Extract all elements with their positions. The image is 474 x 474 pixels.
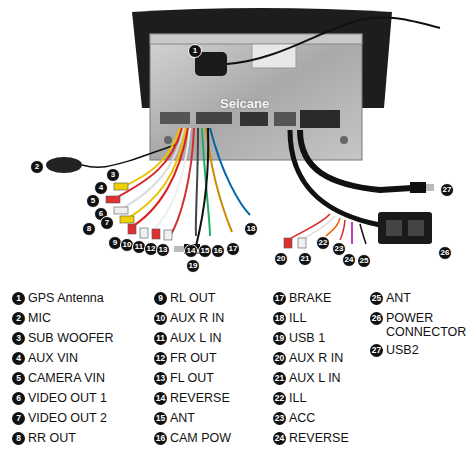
key-name: POWER CONNECTOR (386, 311, 474, 339)
key-number: 20 (273, 352, 286, 365)
callout-number: 14 (184, 244, 198, 258)
callout-number: 16 (211, 244, 225, 258)
callout-number: 17 (226, 242, 240, 256)
callout-number: 7 (100, 216, 114, 230)
callout-number: 2 (30, 160, 44, 174)
key-name: ANT (170, 411, 195, 425)
callout-number: 21 (298, 252, 312, 266)
key-name: ANT (386, 291, 474, 305)
callout-number: 22 (316, 236, 330, 250)
callout-number: 20 (274, 252, 288, 266)
callout-number: 19 (186, 259, 200, 273)
key-number: 11 (154, 332, 167, 345)
key-number: 27 (370, 344, 383, 357)
callout-number: 1 (188, 44, 202, 58)
key-number: 2 (12, 312, 25, 325)
key-number: 10 (154, 312, 167, 325)
key-name: AUX R IN (289, 351, 343, 365)
key-number: 26 (370, 312, 383, 325)
key-number: 13 (154, 372, 167, 385)
brand-watermark: Seicane (220, 96, 269, 111)
key-number: 17 (273, 292, 286, 305)
callout-number: 27 (440, 183, 454, 197)
key-number: 15 (154, 412, 167, 425)
key-name: VIDEO OUT 1 (28, 391, 107, 405)
key-number: 8 (12, 432, 25, 445)
key-name: FR OUT (170, 351, 217, 365)
key-name: ILL (289, 311, 306, 325)
key-number: 14 (154, 392, 167, 405)
callout-number: 18 (244, 222, 258, 236)
key-name: REVERSE (289, 431, 349, 445)
key-number: 21 (273, 372, 286, 385)
callout-number: 5 (86, 194, 100, 208)
key-name: FL OUT (170, 371, 214, 385)
callout-number: 13 (156, 243, 170, 257)
key-name: ILL (289, 391, 306, 405)
key-number: 1 (12, 292, 25, 305)
key-name: REVERSE (170, 391, 230, 405)
key-name: RL OUT (170, 291, 215, 305)
key-name: VIDEO OUT 2 (28, 411, 107, 425)
key-number: 24 (273, 432, 286, 445)
callout-number: 15 (198, 244, 212, 258)
key-number: 25 (370, 292, 383, 305)
key-number: 23 (273, 412, 286, 425)
key-number: 7 (12, 412, 25, 425)
callout-number: 8 (82, 222, 96, 236)
callout-number: 4 (94, 181, 108, 195)
key-name: AUX L IN (170, 331, 222, 345)
key-number: 19 (273, 332, 286, 345)
key-name: MIC (28, 311, 51, 325)
key-number: 12 (154, 352, 167, 365)
callout-number: 26 (438, 246, 452, 260)
key-name: USB 1 (289, 331, 325, 345)
callout-number: 24 (342, 253, 356, 267)
key-name: AUX VIN (28, 351, 78, 365)
key-number: 4 (12, 352, 25, 365)
key-name: AUX L IN (289, 371, 341, 385)
key-number: 5 (12, 372, 25, 385)
key-name: ACC (289, 411, 315, 425)
key-name: RR OUT (28, 431, 76, 445)
key-name: GPS Antenna (28, 291, 104, 305)
key-name: SUB WOOFER (28, 331, 113, 345)
key-number: 18 (273, 312, 286, 325)
callout-number: 25 (357, 254, 371, 268)
key-number: 9 (154, 292, 167, 305)
key-number: 16 (154, 432, 167, 445)
key-name: CAMERA VIN (28, 371, 105, 385)
key-name: CAM POW (170, 431, 231, 445)
key-name: BRAKE (289, 291, 331, 305)
callout-number: 3 (106, 168, 120, 182)
key-name: USB2 (386, 343, 474, 357)
key-name: AUX R IN (170, 311, 224, 325)
key-number: 22 (273, 392, 286, 405)
key-number: 3 (12, 332, 25, 345)
key-number: 6 (12, 392, 25, 405)
